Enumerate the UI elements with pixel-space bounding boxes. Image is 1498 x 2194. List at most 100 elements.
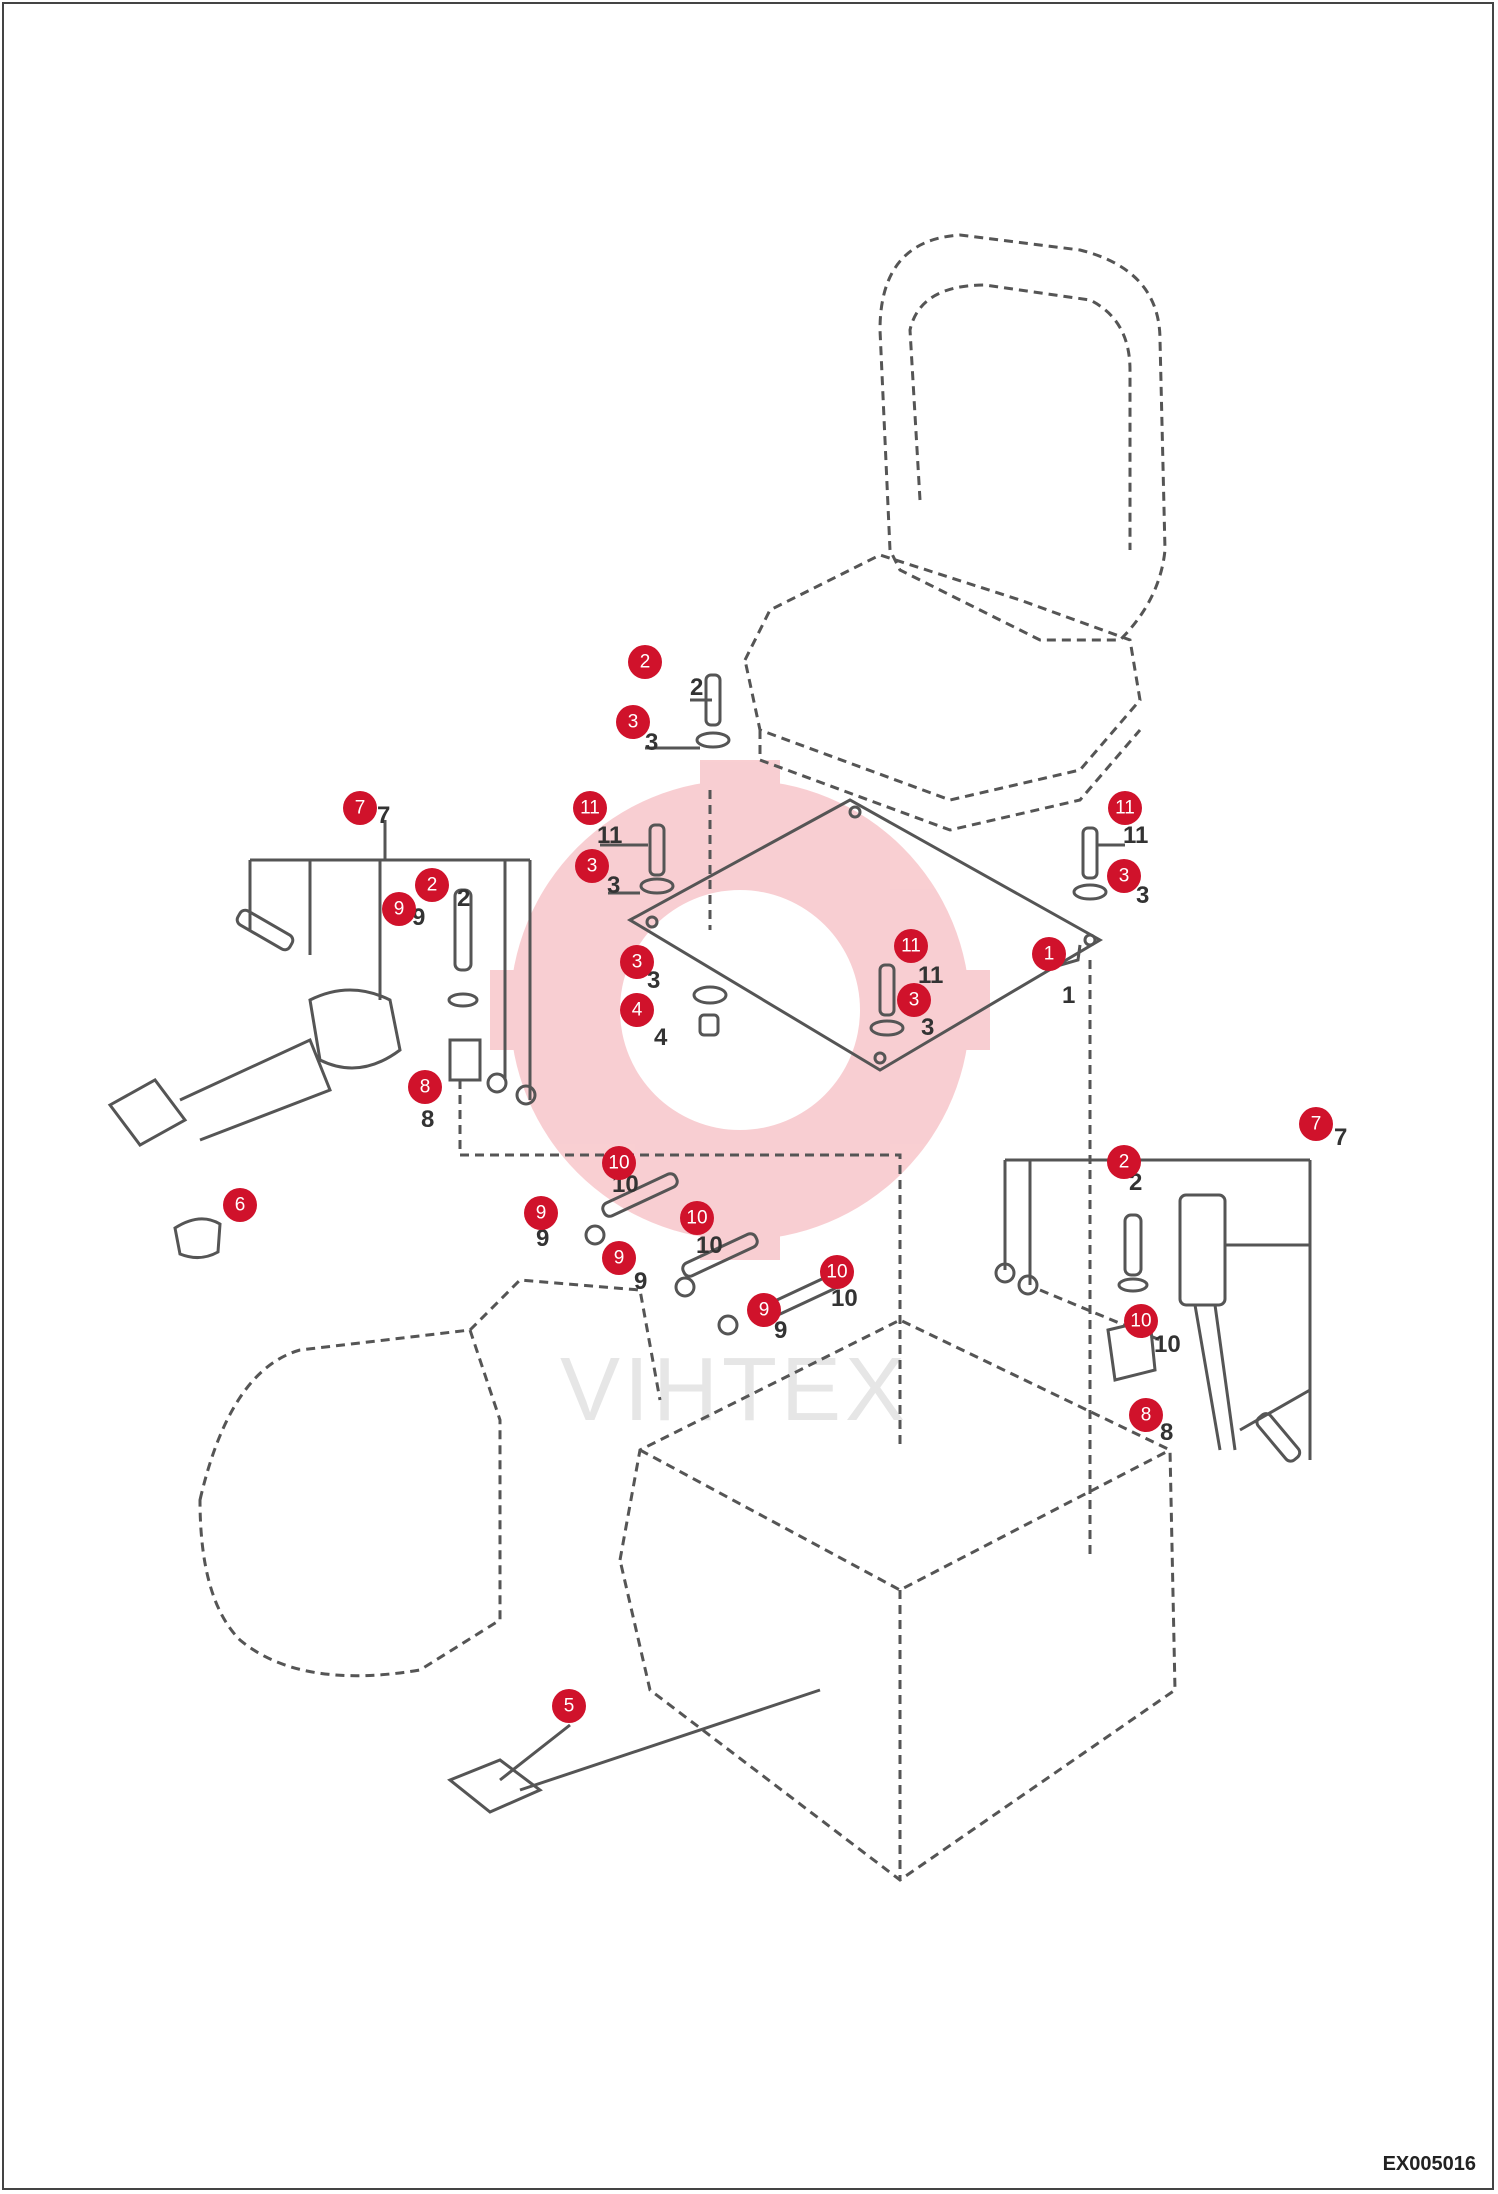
callout-marker-6: 6 xyxy=(223,1188,257,1222)
part-number-label: 9 xyxy=(774,1317,787,1344)
callout-marker-7: 7 xyxy=(343,791,377,825)
part-number-label: 3 xyxy=(647,967,660,994)
mounting-plate xyxy=(626,798,1104,1072)
part-number-label: 11 xyxy=(597,822,622,849)
callout-circle xyxy=(602,1241,636,1275)
callout-circle xyxy=(680,1201,714,1235)
callout-number: 9 xyxy=(614,1248,625,1269)
callout-marker-11: 11 xyxy=(573,791,607,825)
part-number-label: 3 xyxy=(607,872,620,899)
callout-circle xyxy=(573,791,607,825)
part-number-label: 7 xyxy=(1334,1124,1347,1151)
callout-marker-2: 2 xyxy=(415,868,449,902)
seat-base-box xyxy=(618,1318,1177,1882)
callout-marker-8: 8 xyxy=(408,1070,442,1104)
callout-circle xyxy=(1107,859,1141,893)
plate-item-5 xyxy=(447,1758,543,1814)
callout-number: 6 xyxy=(235,1195,246,1216)
callout-number: 11 xyxy=(580,798,600,819)
callout-marker-8: 8 xyxy=(1129,1398,1163,1432)
callout-marker-10: 10 xyxy=(820,1255,854,1289)
callout-number: 3 xyxy=(1119,866,1130,887)
callout-number: 11 xyxy=(1115,798,1135,819)
callout-number: 9 xyxy=(759,1300,770,1321)
callout-number: 5 xyxy=(564,1696,575,1717)
callout-marker-4: 4 xyxy=(620,993,654,1027)
callout-number: 9 xyxy=(536,1203,547,1224)
callout-number: 10 xyxy=(686,1208,707,1229)
part-number-label: 10 xyxy=(831,1285,858,1312)
callout-number: 3 xyxy=(628,712,639,733)
callout-marker-9: 9 xyxy=(747,1293,781,1327)
callout-number: 3 xyxy=(587,856,598,877)
part-number-label: 9 xyxy=(634,1268,647,1295)
part-number-label: 3 xyxy=(1136,882,1149,909)
callout-number: 8 xyxy=(420,1077,431,1098)
callout-number: 10 xyxy=(826,1262,847,1283)
callout-marker-5: 5 xyxy=(552,1689,586,1723)
callout-circle xyxy=(602,1146,636,1180)
part-number-label: 7 xyxy=(377,802,390,829)
callout-number: 7 xyxy=(355,798,366,819)
callout-circle xyxy=(1129,1398,1163,1432)
callout-marker-9: 9 xyxy=(524,1196,558,1230)
callout-circle xyxy=(415,868,449,902)
callout-circle xyxy=(1107,1145,1141,1179)
part-number-label: 2 xyxy=(690,674,703,701)
callout-circle xyxy=(620,945,654,979)
callout-circle xyxy=(820,1255,854,1289)
callout-marker-3: 3 xyxy=(620,945,654,979)
callout-circle xyxy=(1299,1107,1333,1141)
watermark-logo xyxy=(490,760,990,1260)
cap-item-6 xyxy=(173,1217,222,1259)
callout-number: 4 xyxy=(632,1000,643,1021)
part-number-label: 10 xyxy=(1154,1331,1181,1358)
callout-marker-10: 10 xyxy=(602,1146,636,1180)
callout-circle xyxy=(1108,791,1142,825)
watermark-text: VIHTEX xyxy=(560,1340,909,1440)
part-number-label: 3 xyxy=(921,1014,934,1041)
part-number-label: 9 xyxy=(536,1225,549,1252)
callout-marker-10: 10 xyxy=(680,1201,714,1235)
left-console xyxy=(198,1328,502,1678)
callout-number: 3 xyxy=(632,952,643,973)
drawing-code: EX005016 xyxy=(1382,2153,1476,2175)
callout-number: 7 xyxy=(1311,1114,1322,1135)
callout-marker-2: 2 xyxy=(628,645,662,679)
callout-circle xyxy=(343,791,377,825)
part-number-label: 10 xyxy=(696,1232,723,1259)
callout-marker-1: 1 xyxy=(1032,937,1066,971)
callout-circle xyxy=(382,892,416,926)
callout-number: 3 xyxy=(909,990,920,1011)
callout-circle xyxy=(408,1070,442,1104)
part-number-label: 11 xyxy=(1123,822,1148,849)
callout-circle xyxy=(552,1689,586,1723)
callout-circle xyxy=(1032,937,1066,971)
callout-number: 2 xyxy=(640,652,651,673)
part-number-label: 1 xyxy=(1062,982,1075,1009)
part-number-label: 2 xyxy=(457,885,470,912)
callout-circle xyxy=(620,993,654,1027)
part-number-label: 8 xyxy=(421,1106,434,1133)
callout-number: 8 xyxy=(1141,1405,1152,1426)
callout-marker-2: 2 xyxy=(1107,1145,1141,1179)
callout-circle xyxy=(616,705,650,739)
callout-marker-11: 11 xyxy=(1108,791,1142,825)
part-number-label: 3 xyxy=(645,729,658,756)
callout-circle xyxy=(894,929,928,963)
callout-circle xyxy=(1124,1304,1158,1338)
seat-backrest xyxy=(878,233,1167,642)
callout-circle xyxy=(524,1196,558,1230)
callout-circle xyxy=(897,983,931,1017)
callout-number: 2 xyxy=(427,875,438,896)
left-seatbelt xyxy=(107,988,402,1147)
callout-marker-3: 3 xyxy=(1107,859,1141,893)
callout-circle xyxy=(575,849,609,883)
callout-marker-11: 11 xyxy=(894,929,928,963)
part-number-label: 4 xyxy=(654,1024,668,1051)
callout-marker-3: 3 xyxy=(897,983,931,1017)
callout-number: 11 xyxy=(901,936,921,957)
